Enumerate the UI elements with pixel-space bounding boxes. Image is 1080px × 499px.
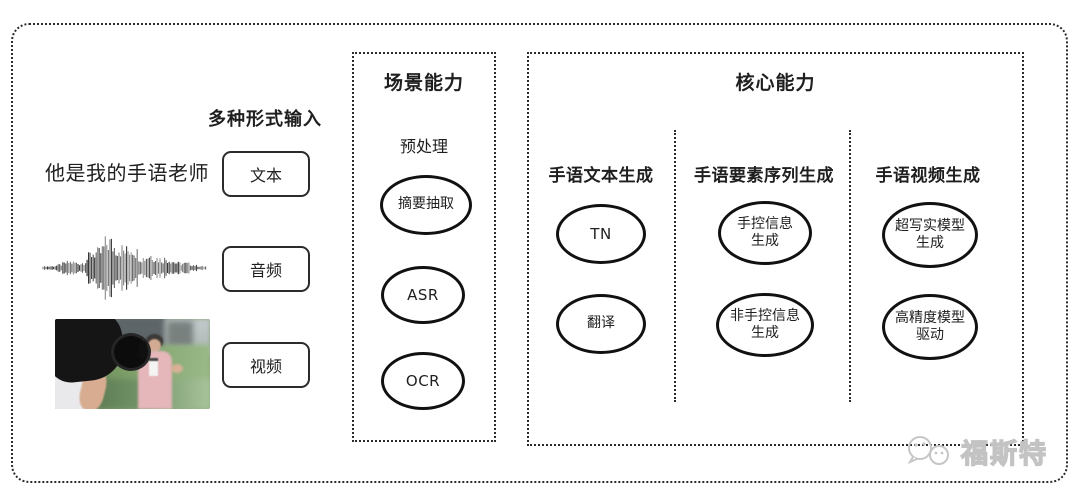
column-header-video-generation: 手语视频生成 <box>875 166 981 186</box>
modality-label: 文本 <box>249 166 282 185</box>
node-label: 驱动 <box>916 327 944 343</box>
node-tn: TN <box>556 204 646 264</box>
video-thumbnail <box>55 319 210 409</box>
node-label: 生成 <box>751 325 779 341</box>
node-label: 摘要抽取 <box>398 196 454 213</box>
node-summary-extraction: 摘要抽取 <box>380 175 472 235</box>
node-label: 超写实模型 <box>895 217 965 234</box>
node-label: OCR <box>405 371 441 390</box>
modality-box-text: 文本 <box>222 151 310 197</box>
watermark-text: 福斯特 <box>960 438 1048 470</box>
column-divider <box>849 130 851 402</box>
node-non-manual-info-generation: 非手控信息 生成 <box>716 293 814 357</box>
node-ocr: OCR <box>381 352 465 410</box>
core-capability-title: 核心能力 <box>735 72 816 94</box>
core-capability-box: 核心能力 手语文本生成 手语要素序列生成 手语视频生成 TN 翻译 手控信息 生… <box>527 52 1024 446</box>
thumb-camera-lens <box>139 341 147 359</box>
node-label: 手控信息 <box>737 215 793 232</box>
ghost-mascot-icon <box>907 435 949 465</box>
thumb-reporter-hand <box>171 364 183 373</box>
scene-capability-title: 场景能力 <box>383 72 464 94</box>
node-label: 生成 <box>916 235 944 251</box>
preprocessing-label: 预处理 <box>399 137 448 156</box>
thumb-reporter-face <box>148 339 161 352</box>
column-header-text-generation: 手语文本生成 <box>548 166 654 186</box>
thumb-building <box>167 321 193 347</box>
modality-box-video: 视频 <box>222 342 310 388</box>
node-label: 非手控信息 <box>730 307 800 324</box>
sample-sentence: 他是我的手语老师 <box>45 161 209 185</box>
node-asr: ASR <box>381 266 465 324</box>
modality-label: 视频 <box>249 357 282 376</box>
thumb-microphone <box>149 358 158 376</box>
node-translation: 翻译 <box>556 294 646 354</box>
node-label: ASR <box>407 285 439 304</box>
column-divider <box>674 130 676 402</box>
audio-waveform-icon <box>42 236 207 300</box>
node-label: 生成 <box>751 233 779 249</box>
scene-capability-box: 场景能力 预处理 摘要抽取 ASR OCR <box>352 52 496 442</box>
node-label: 翻译 <box>587 315 615 332</box>
node-high-precision-model-driving: 高精度模型 驱动 <box>882 294 978 360</box>
modality-box-audio: 音频 <box>222 246 310 292</box>
node-manual-info-generation: 手控信息 生成 <box>718 201 812 265</box>
column-header-element-sequence-generation: 手语要素序列生成 <box>694 166 834 186</box>
node-hyperreal-model-generation: 超写实模型 生成 <box>882 202 978 268</box>
node-label: TN <box>590 224 612 243</box>
input-section-header: 多种形式输入 <box>208 109 322 130</box>
watermark: 福斯特 <box>905 432 1048 471</box>
node-label: 高精度模型 <box>895 309 965 326</box>
modality-label: 音频 <box>249 261 282 280</box>
outer-dotted-frame <box>11 23 1068 483</box>
